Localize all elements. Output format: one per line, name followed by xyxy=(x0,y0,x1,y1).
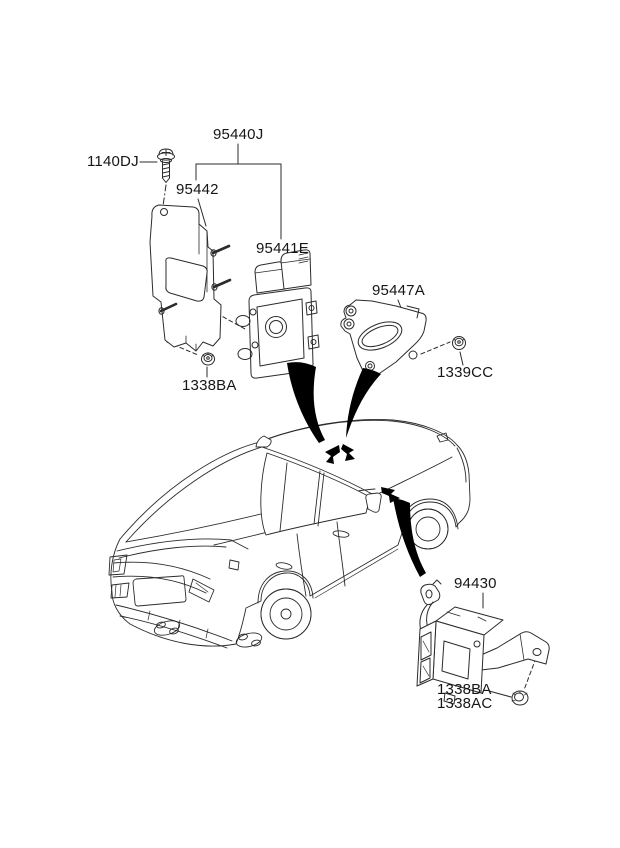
bolt-icon xyxy=(511,690,529,706)
location-arrowhead-left xyxy=(325,445,340,464)
part-label-bracket-nut: 1338BA xyxy=(182,377,237,394)
flange-nut-icon-1339CC xyxy=(452,336,466,350)
part-label-module: 94430 xyxy=(454,575,497,592)
swoosh-arrow-door xyxy=(393,498,426,577)
module-94430-drawing xyxy=(416,579,550,705)
flange-nut-icon-1338BA xyxy=(201,352,215,366)
swoosh-arrow-left xyxy=(287,362,325,443)
bracket-95447A-drawing xyxy=(340,299,427,381)
part-label-side-nut: 1339CC xyxy=(437,364,494,381)
part-label-ecu: 95441E xyxy=(256,240,309,257)
part-label-module-nut-b: 1338AC xyxy=(437,695,493,712)
ecu-95441E-drawing xyxy=(235,249,320,379)
location-arrowhead-door xyxy=(381,487,400,503)
part-label-assembly: 95440J xyxy=(213,126,264,143)
part-label-module-nut-a: 1338BA xyxy=(437,681,492,698)
location-arrowhead-right xyxy=(341,444,355,461)
screw-icon xyxy=(157,148,175,183)
part-label-bracket: 95442 xyxy=(176,181,219,198)
bracket-95442-drawing xyxy=(149,204,232,352)
screw-centerline xyxy=(162,184,167,207)
swoosh-arrow-right xyxy=(346,368,381,438)
car-illustration xyxy=(108,419,471,649)
part-label-screw: 1140DJ xyxy=(87,153,139,170)
part-label-side-bracket: 95447A xyxy=(372,282,425,299)
